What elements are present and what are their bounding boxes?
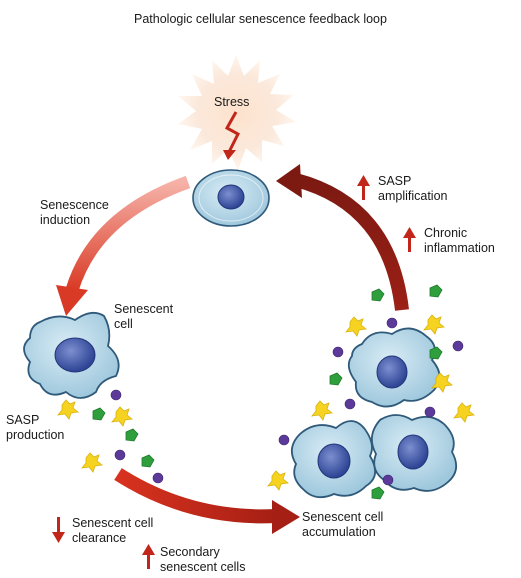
stress-burst xyxy=(178,55,296,170)
chronic-inflammation-label-line2: inflammation xyxy=(424,241,495,255)
accumulation-arrow xyxy=(114,468,300,534)
senescent-cell-cluster-left xyxy=(290,420,376,499)
senescent-cell-left xyxy=(23,311,120,399)
sasp-factors-yellow xyxy=(57,314,475,491)
accumulation-label-line1: Senescent cell xyxy=(302,510,384,524)
amplification-arrow xyxy=(276,164,409,311)
amplification-up-arrow-icon xyxy=(357,175,370,200)
stress-arrowhead xyxy=(223,150,236,160)
sasp-amplification-label-line1: SASP xyxy=(378,174,412,188)
secondary-label-line2: senescent cells xyxy=(160,560,246,574)
senescent-cell-label-line1: Senescent xyxy=(114,302,174,316)
stress-label: Stress xyxy=(214,95,250,109)
clearance-label-line2: clearance xyxy=(72,531,127,545)
senescence-induction-label-line2: induction xyxy=(40,213,91,227)
senescence-induction-label-line1: Senescence xyxy=(40,198,109,212)
secondary-label-line1: Secondary xyxy=(160,545,220,559)
secondary-up-arrow-icon xyxy=(142,544,155,569)
accumulation-label-line2: accumulation xyxy=(302,525,376,539)
clearance-down-arrow-icon xyxy=(52,517,65,543)
sasp-factors-purple xyxy=(110,317,464,486)
diagram-title: Pathologic cellular senescence feedback … xyxy=(134,12,387,26)
inflammation-up-arrow-icon xyxy=(403,227,416,252)
senescence-induction-arrow xyxy=(56,175,191,316)
senescent-cell-cluster-top xyxy=(347,327,441,408)
chronic-inflammation-label-line1: Chronic xyxy=(424,226,468,240)
sasp-production-label-line1: SASP xyxy=(6,413,40,427)
senescent-cell-label-line2: cell xyxy=(114,317,133,331)
senescent-cell-cluster-right xyxy=(370,414,458,492)
sasp-production-label-line2: production xyxy=(6,428,65,442)
clearance-label-line1: Senescent cell xyxy=(72,516,154,530)
stress-lightning xyxy=(224,111,240,153)
normal-cell xyxy=(192,169,270,227)
sasp-factors-green xyxy=(92,284,443,500)
sasp-amplification-label-line2: amplification xyxy=(378,189,448,203)
